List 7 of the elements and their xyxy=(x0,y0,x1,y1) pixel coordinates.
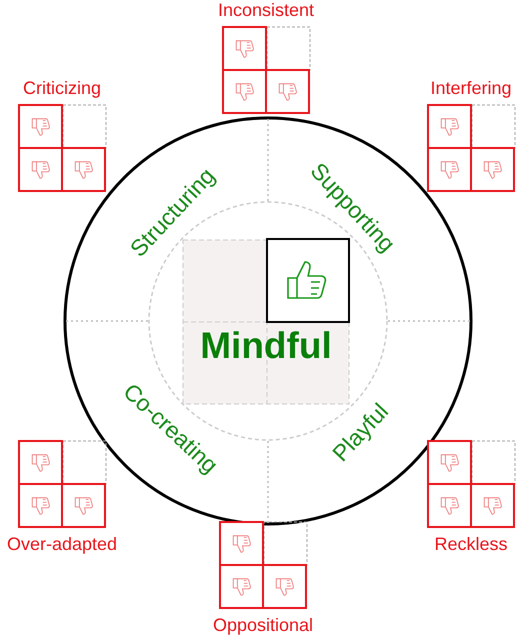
style-label: Interfering xyxy=(429,78,513,98)
style-label: Reckless xyxy=(433,534,509,554)
style-label: Criticizing xyxy=(22,78,102,98)
style-label: Inconsistent xyxy=(216,0,316,20)
style-label: Oppositional xyxy=(212,615,314,635)
style-label: Over-adapted xyxy=(6,534,118,554)
center-label: Mindful xyxy=(199,326,333,366)
